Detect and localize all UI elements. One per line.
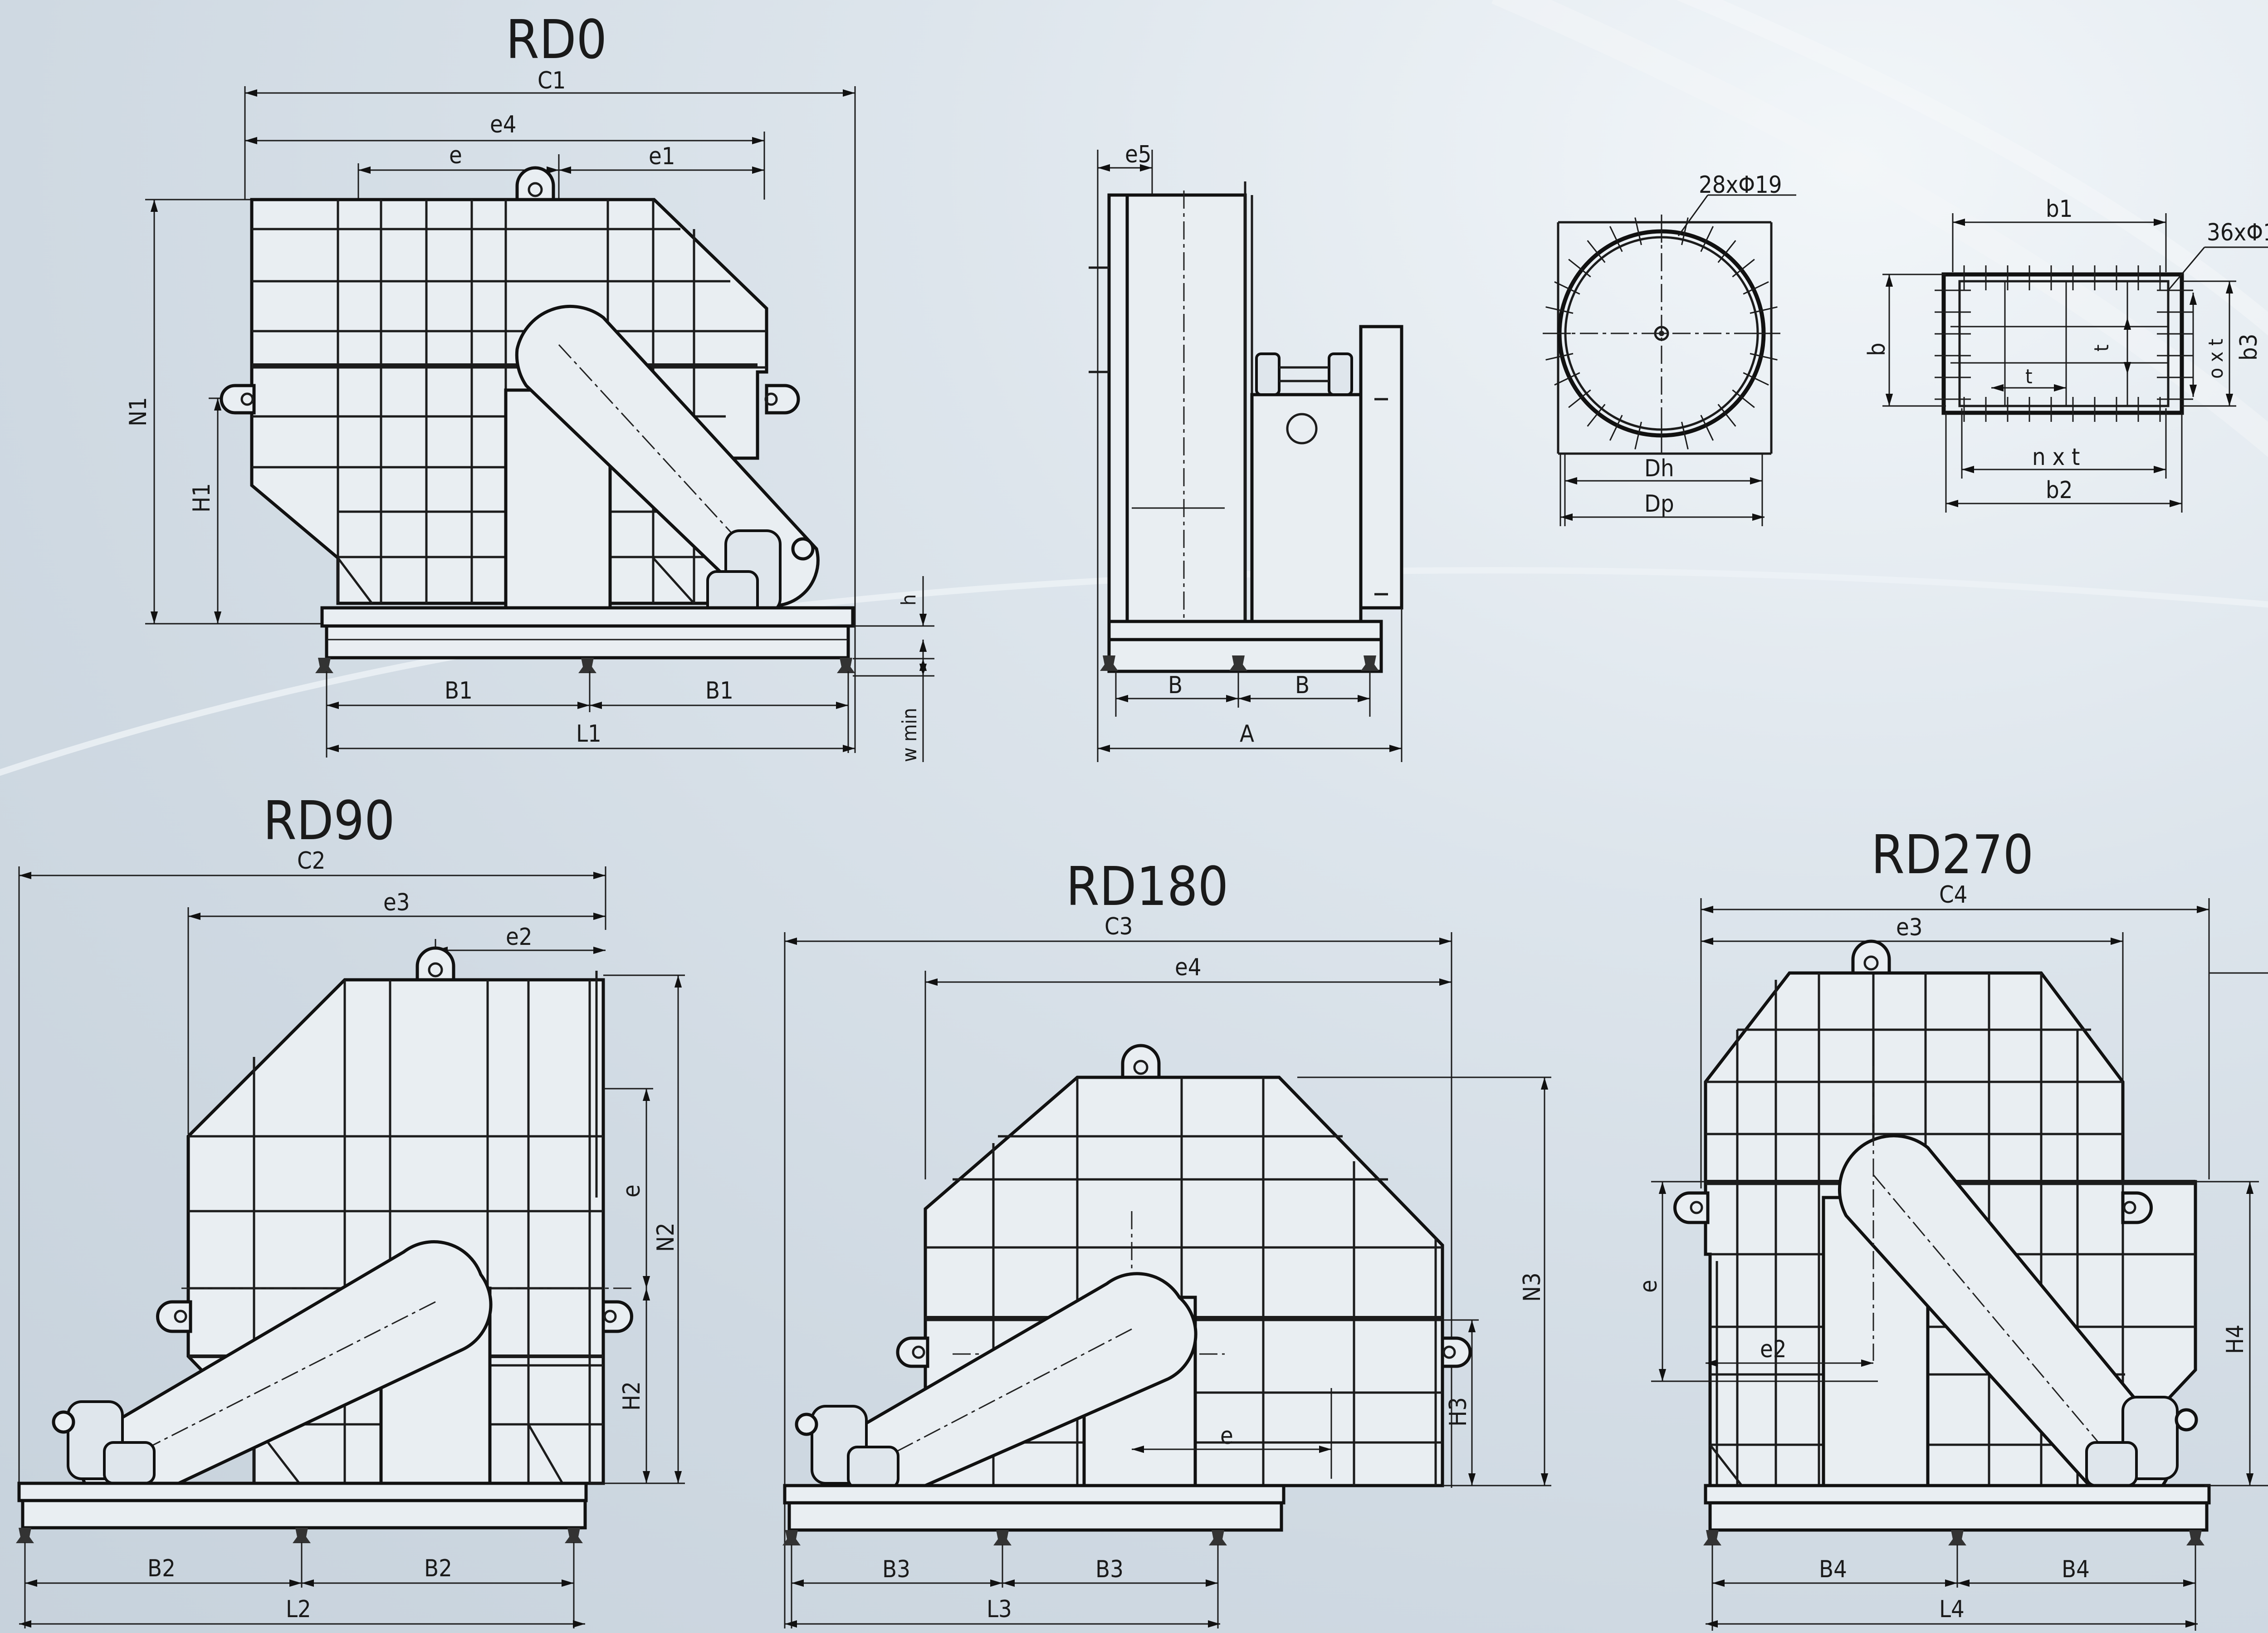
bolt-mark (1681, 421, 1689, 450)
bolt-mark (1568, 389, 1591, 408)
hole-callout-outlet: 36xΦ19 (2207, 219, 2268, 246)
dim-b2: b2 (2046, 477, 2072, 504)
view-rd0: RD0 C1 e4 e e1 N1 H1 (125, 8, 934, 762)
view-inlet-flange: 28xΦ19 Dh Dp (1543, 171, 1796, 526)
dim-e5: e5 (1125, 141, 1152, 168)
dim-b3-right: B3 (1095, 1556, 1124, 1583)
dim-h: h (897, 594, 920, 606)
dim-e2: e2 (506, 924, 533, 951)
view-title: RD0 (506, 8, 607, 71)
dim-dp: Dp (1644, 490, 1674, 518)
dim-c4: C4 (1939, 881, 1967, 909)
dim-b: b (1863, 342, 1891, 356)
dim-l2: L2 (286, 1596, 311, 1623)
bolt-mark (1732, 259, 1755, 278)
dim-h2: H2 (618, 1381, 645, 1411)
bolt-mark (1609, 226, 1623, 252)
dim-e4: e4 (1175, 954, 1202, 981)
bolt-mark (1717, 240, 1736, 263)
bolt-mark (1750, 353, 1778, 361)
dim-l1: L1 (576, 720, 601, 748)
bolt-mark (1609, 415, 1623, 441)
dim-l3: L3 (987, 1596, 1012, 1623)
bolt-mark (1545, 353, 1574, 361)
hole-callout-inlet: 28xΦ19 (1699, 171, 1782, 199)
dim-a: A (1240, 720, 1254, 748)
dim-b2-right: B2 (424, 1555, 452, 1582)
bolt-mark (1587, 404, 1606, 427)
dim-e3: e3 (1896, 914, 1923, 941)
dim-c2: C2 (297, 847, 325, 875)
dim-b-left: B (1168, 672, 1183, 699)
view-title: RD90 (263, 789, 395, 852)
view-title: RD180 (1066, 855, 1228, 918)
bolt-mark (1634, 217, 1642, 245)
background-arc (1676, 0, 2268, 336)
bolt-mark (1681, 217, 1689, 245)
dim-b4-left: B4 (1819, 1556, 1847, 1583)
dim-c3: C3 (1105, 913, 1133, 940)
dim-e-vertical: e (1635, 1280, 1662, 1293)
bolt-mark (1743, 281, 1769, 295)
dim-t: t (2025, 365, 2033, 388)
dim-b2-left: B2 (147, 1555, 176, 1582)
dim-o-x-t: o x t (2204, 339, 2228, 379)
dim-b1: b1 (2046, 196, 2072, 223)
dim-dh: Dh (1644, 455, 1674, 482)
bolt-mark (1545, 306, 1574, 314)
bolt-mark (1554, 372, 1580, 386)
bolt-mark (1554, 281, 1580, 295)
dim-h1: H1 (188, 483, 215, 513)
bolt-mark (1634, 421, 1642, 450)
view-rd270: RD270 C4 e3 (1635, 823, 2268, 1631)
dim-w-min: w min (898, 708, 921, 762)
dim-b3-left: B3 (882, 1556, 910, 1583)
dim-c1: C1 (538, 67, 566, 94)
bolt-mark (1587, 240, 1606, 263)
bolt-mark (1750, 306, 1778, 314)
background-arc (0, 567, 2268, 776)
dim-e4: e4 (490, 111, 517, 138)
view-title: RD270 (1871, 823, 2033, 886)
bolt-mark (1700, 415, 1714, 441)
bolt-mark (1743, 372, 1769, 386)
dim-h4: H4 (2222, 1325, 2249, 1354)
dim-h3: H3 (1445, 1397, 1472, 1427)
dim-b1-right: B1 (705, 677, 733, 704)
dim-l4: L4 (1939, 1596, 1965, 1623)
dim-n1: N1 (125, 397, 152, 426)
dim-e3: e3 (383, 889, 410, 916)
dim-b1-left: B1 (445, 677, 473, 704)
view-rd180: RD180 C3 e4 (782, 855, 1551, 1628)
view-side: e5 B B A (1089, 141, 1403, 762)
dim-b4-right: B4 (2062, 1556, 2090, 1583)
view-outlet-flange: b1 36xΦ19 b b3 o x t t t n x t b2 (1863, 196, 2268, 513)
dim-n-x-t: n x t (2032, 444, 2080, 471)
dim-e: e (449, 142, 462, 169)
bolt-mark (1717, 404, 1736, 427)
bolt-mark (1568, 259, 1591, 278)
dim-n3: N3 (1519, 1272, 1546, 1302)
dim-e2: e2 (1760, 1336, 1787, 1363)
background-arc (1491, 0, 2268, 457)
dim-t-vertical: t (2090, 344, 2113, 352)
bolt-mark (1732, 389, 1755, 408)
bolt-mark (1700, 226, 1714, 252)
dim-b3: b3 (2235, 334, 2263, 361)
dim-e-horizontal: e (1220, 1423, 1233, 1450)
dim-e1: e1 (649, 143, 675, 170)
dim-b-right: B (1295, 672, 1310, 699)
view-rd90: RD90 C2 e3 e2 (16, 789, 685, 1628)
dim-e-vertical: e (618, 1184, 645, 1198)
dim-n2: N2 (652, 1222, 679, 1252)
